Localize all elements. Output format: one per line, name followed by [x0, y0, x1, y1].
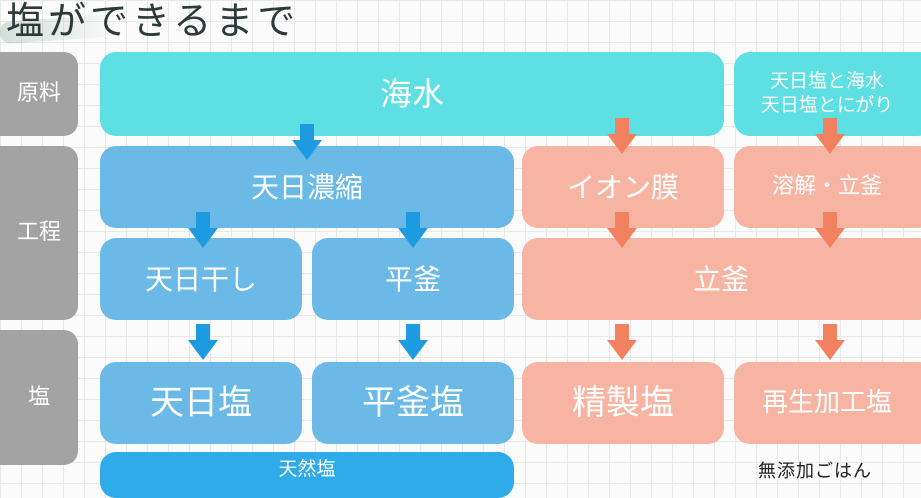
box-solar-salt: 天日塩: [100, 362, 302, 444]
box-raw-right-line1: 天日塩と海水: [769, 70, 884, 93]
box-seawater-text: 海水: [379, 75, 444, 113]
box-flat-pan-text: 平釜: [384, 262, 441, 296]
page-title: 塩ができるまで: [6, 0, 300, 43]
box-ion-membrane-text: イオン膜: [566, 170, 679, 204]
row-label-raw-text: 原料: [16, 81, 61, 107]
box-natural-salt-text: 天然塩: [278, 458, 336, 480]
box-flat-pan: 平釜: [312, 238, 514, 320]
box-flat-pan-salt-text: 平釜塩: [362, 382, 464, 423]
arrow-down-icon: [188, 324, 218, 360]
arrow-down-icon: [398, 212, 428, 248]
box-refined-salt-text: 精製塩: [572, 382, 674, 423]
box-reprocessed-salt: 再生加工塩: [734, 362, 921, 444]
box-seawater: 海水: [100, 52, 724, 136]
box-sun-drying-text: 天日干し: [144, 262, 257, 296]
arrow-down-icon: [607, 212, 637, 248]
box-solar-salt-text: 天日塩: [150, 382, 252, 423]
arrow-down-icon: [815, 212, 845, 248]
box-flat-pan-salt: 平釜塩: [312, 362, 514, 444]
credit-text: 無添加ごはん: [758, 461, 872, 482]
arrow-down-icon: [398, 324, 428, 360]
row-label-salt: 塩: [0, 330, 78, 465]
box-sun-drying: 天日干し: [100, 238, 302, 320]
arrow-down-icon: [607, 324, 637, 360]
arrow-down-icon: [188, 212, 218, 248]
arrow-down-icon: [815, 118, 845, 154]
row-label-raw: 原料: [0, 52, 78, 136]
row-label-salt-text: 塩: [27, 384, 50, 410]
box-raw-right-line2: 天日塩とにがり: [760, 94, 894, 116]
box-solar-concentration-text: 天日濃縮: [250, 170, 363, 204]
box-dissolve-boil-text: 溶解・立釜: [771, 174, 882, 200]
box-natural-salt: 天然塩: [100, 452, 514, 498]
box-refined-salt: 精製塩: [522, 362, 724, 444]
arrow-down-icon: [292, 124, 322, 160]
arrow-down-icon: [815, 324, 845, 360]
box-vertical-pan-text: 立釜: [692, 262, 749, 296]
box-reprocessed-salt-text: 再生加工塩: [761, 387, 892, 418]
arrow-down-icon: [607, 118, 637, 154]
row-label-process-text: 工程: [16, 220, 61, 246]
row-label-process: 工程: [0, 146, 78, 320]
box-vertical-pan: 立釜: [522, 238, 921, 320]
